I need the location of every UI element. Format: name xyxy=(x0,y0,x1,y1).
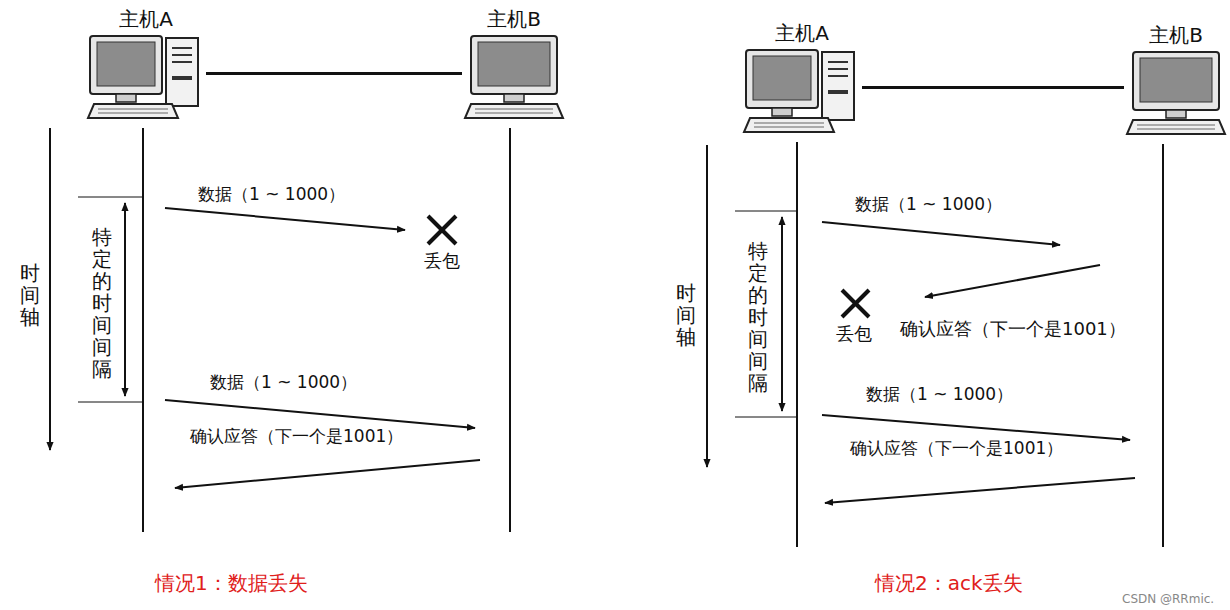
computer-icon xyxy=(742,46,862,138)
host-computer: 主机B xyxy=(462,6,566,124)
lifeline xyxy=(796,142,798,547)
bracket-tick xyxy=(78,402,143,403)
loss-mark xyxy=(428,216,456,244)
message-label: 丢包 xyxy=(424,250,460,272)
bracket-tick xyxy=(78,197,143,198)
host-computer: 主机A xyxy=(742,20,862,138)
vertical-label: 时间轴 xyxy=(20,262,40,328)
message-label: 数据（1 ~ 1000） xyxy=(198,184,345,204)
host-label: 主机A xyxy=(742,20,862,46)
message-label: 数据（1 ~ 1000） xyxy=(210,372,357,392)
computer-icon xyxy=(462,32,566,124)
interval-arrow xyxy=(124,203,126,396)
lifeline xyxy=(142,128,144,532)
vertical-label: 时间轴 xyxy=(676,282,696,348)
message-arrow xyxy=(175,460,480,488)
bracket-tick xyxy=(735,211,797,212)
message-label: 数据（1 ~ 1000） xyxy=(855,194,1002,214)
vertical-label: 特定的时间间隔 xyxy=(748,240,768,394)
host-label: 主机A xyxy=(86,6,206,32)
message-label: 确认应答（下一个是1001） xyxy=(190,426,403,446)
network-cable xyxy=(862,86,1124,89)
message-arrow xyxy=(165,208,405,230)
message-label: 确认应答（下一个是1001） xyxy=(850,438,1063,458)
watermark: CSDN @RRmic. xyxy=(1122,592,1214,606)
message-arrow xyxy=(822,222,1060,245)
message-arrow xyxy=(165,400,475,428)
message-label: 确认应答（下一个是1001） xyxy=(900,318,1126,340)
message-label: 丢包 xyxy=(836,323,872,345)
bracket-tick xyxy=(735,417,797,418)
message-arrow xyxy=(822,415,1130,440)
caption: 情况1：数据丢失 xyxy=(155,571,308,595)
caption: 情况2：ack丢失 xyxy=(875,571,1023,595)
host-label: 主机B xyxy=(1124,22,1228,48)
host-computer: 主机B xyxy=(1124,22,1228,140)
interval-arrow xyxy=(781,217,783,411)
message-arrow xyxy=(925,265,1100,297)
vertical-label: 特定的时间间隔 xyxy=(92,226,112,380)
network-cable xyxy=(206,72,462,75)
message-label: 数据（1 ~ 1000） xyxy=(866,384,1013,404)
computer-icon xyxy=(1124,48,1228,140)
host-computer: 主机A xyxy=(86,6,206,124)
time-axis xyxy=(49,128,51,450)
time-axis xyxy=(706,145,708,467)
lifeline xyxy=(1162,144,1164,547)
host-label: 主机B xyxy=(462,6,566,32)
computer-icon xyxy=(86,32,206,124)
loss-mark xyxy=(842,290,869,317)
message-arrow xyxy=(825,478,1135,503)
lifeline xyxy=(509,128,511,532)
